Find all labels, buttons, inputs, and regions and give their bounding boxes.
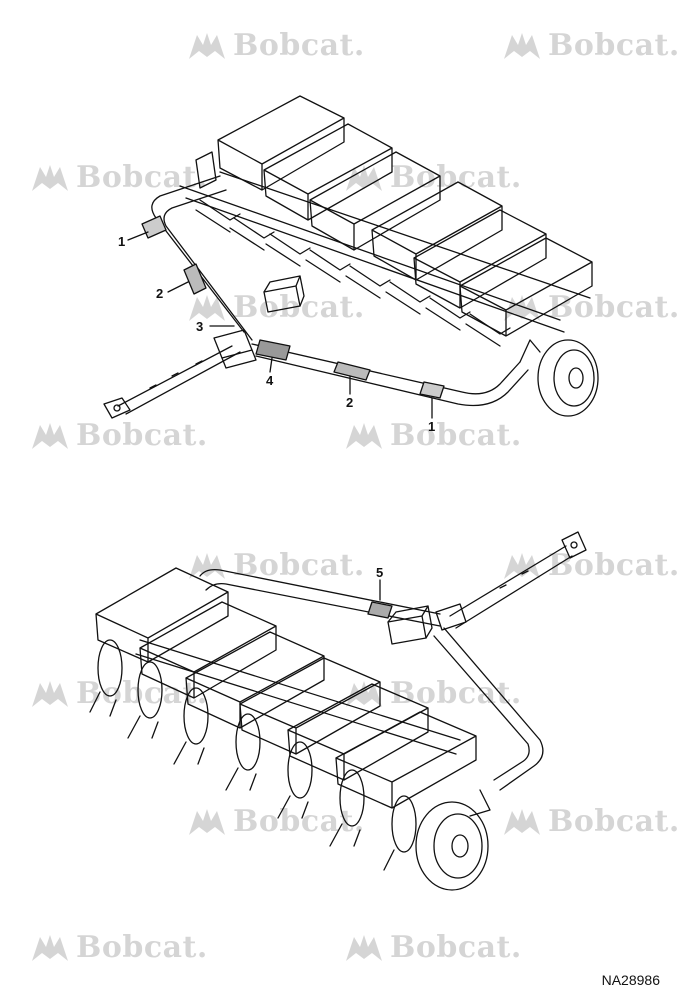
callout-label: 5 <box>376 565 384 580</box>
bobcat-icon <box>346 422 382 449</box>
callout-label: 1 <box>428 419 436 434</box>
bobcat-icon <box>346 164 382 191</box>
bottom-control-valve <box>387 615 427 645</box>
bobcat-icon <box>189 552 225 579</box>
top-sleeve-2-left <box>183 263 207 295</box>
bobcat-icon <box>189 32 225 59</box>
callout-label: 2 <box>346 395 354 410</box>
bottom-row-discs <box>89 639 417 871</box>
watermark-logo: Bobcat. <box>28 160 208 195</box>
bobcat-icon <box>32 164 68 191</box>
top-tow-tongue <box>117 345 241 415</box>
bobcat-icon <box>504 294 540 321</box>
bobcat-icon <box>32 680 68 707</box>
watermark-logo: Bobcat. <box>185 28 365 63</box>
watermark-logo: Bobcat. <box>342 418 522 453</box>
bottom-seeder-assembly <box>89 531 587 891</box>
bobcat-icon <box>32 422 68 449</box>
bottom-wheel-tire <box>415 801 489 891</box>
bottom-frame-top-arm <box>199 568 441 615</box>
bottom-wheel-hub <box>451 834 469 858</box>
top-toolbar-rear <box>219 171 591 299</box>
watermark-logo: Bobcat. <box>28 418 208 453</box>
bottom-sleeve-5 <box>367 601 393 619</box>
top-leader-4 <box>269 357 273 373</box>
bobcat-icon <box>189 294 225 321</box>
drawing-code: NA28986 <box>601 972 660 988</box>
callout-label: 1 <box>118 234 126 249</box>
bottom-tow-tongue <box>449 545 573 629</box>
watermark-logo: Bobcat. <box>185 804 365 839</box>
top-hoppers <box>217 95 593 337</box>
bobcat-icon <box>504 808 540 835</box>
bottom-hitch-block <box>435 603 467 631</box>
top-sleeve-2-right <box>333 361 371 381</box>
top-hitch-block <box>213 329 253 359</box>
callout-label: 4 <box>266 373 274 388</box>
bottom-hoppers <box>95 567 477 809</box>
watermark-logo: Bobcat. <box>342 160 522 195</box>
bobcat-icon <box>346 934 382 961</box>
top-frame-right-arm <box>251 343 521 395</box>
callout-label: 3 <box>196 319 204 334</box>
top-row-units <box>195 199 511 347</box>
bobcat-icon <box>32 934 68 961</box>
watermark-logo: Bobcat. <box>185 290 365 325</box>
top-wheel-hub <box>568 367 584 389</box>
watermark-logo: Bobcat. <box>28 930 208 965</box>
bobcat-icon <box>189 808 225 835</box>
top-sleeve-1-left <box>141 215 167 239</box>
watermark-logo: Bobcat. <box>342 930 522 965</box>
bobcat-icon <box>346 680 382 707</box>
top-leader-2-left <box>167 281 189 293</box>
watermark-logo: Bobcat. <box>500 548 680 583</box>
top-sleeve-1-right <box>419 381 445 399</box>
top-hitch-clevis <box>103 397 131 419</box>
callout-label: 2 <box>156 286 164 301</box>
top-toolbar-front <box>179 185 561 321</box>
watermark-logo: Bobcat. <box>500 804 680 839</box>
bobcat-icon <box>504 552 540 579</box>
watermark-logo: Bobcat. <box>500 290 680 325</box>
top-control-valve <box>263 285 301 313</box>
top-sleeve-4 <box>255 339 291 361</box>
bottom-frame-right-arm <box>443 627 544 791</box>
top-wheel-tire <box>537 339 599 417</box>
bottom-toolbar-rear <box>139 639 461 741</box>
bobcat-icon <box>504 32 540 59</box>
bottom-hitch-clevis <box>561 531 587 559</box>
watermark-logo: Bobcat. <box>500 28 680 63</box>
top-seeder-assembly <box>103 95 599 419</box>
top-leader-1-left <box>127 231 149 241</box>
